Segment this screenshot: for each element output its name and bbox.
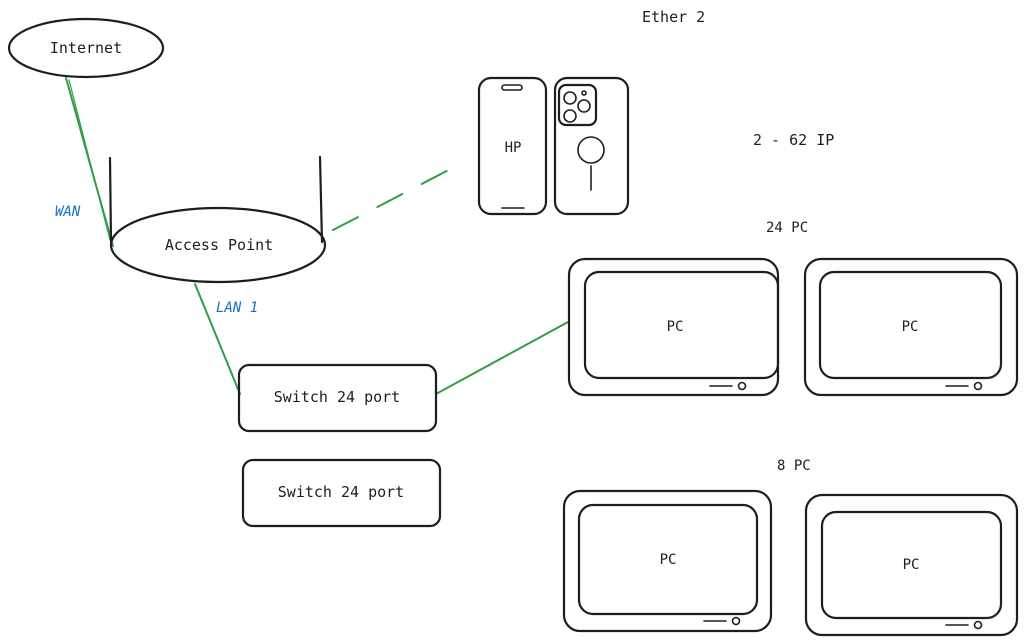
- group-24-label: 24 PC: [766, 220, 808, 236]
- switch-1-node[interactable]: Switch 24 port: [237, 363, 438, 433]
- pc-power-icon: [973, 381, 983, 391]
- pc-power-icon: [973, 620, 983, 630]
- camera-lens-icon: [563, 109, 577, 123]
- lan1-annotation: LAN 1: [216, 300, 258, 316]
- camera-lens-icon: [563, 91, 577, 105]
- ip-range-label: 2 - 62 IP: [753, 131, 834, 149]
- phone-speaker: [501, 84, 523, 91]
- phone-label: HP: [505, 140, 522, 156]
- pc-4-label: PC: [903, 557, 920, 573]
- pc-4-node[interactable]: PC: [804, 493, 1019, 637]
- phone-node[interactable]: HP: [477, 76, 630, 216]
- switch-pc-link: [435, 321, 569, 395]
- camera-module-icon: [557, 83, 598, 127]
- lan1-link: [194, 283, 241, 395]
- camera-lens-icon: [577, 99, 591, 113]
- wireless-link: [332, 161, 465, 231]
- wan-annotation: WAN: [55, 204, 81, 220]
- pc-2-node[interactable]: PC: [803, 257, 1019, 397]
- wan-link-shadow: [68, 79, 111, 241]
- magsafe-ring-icon: [577, 136, 605, 164]
- internet-node[interactable]: Internet: [7, 17, 165, 79]
- phone-back: [553, 76, 630, 216]
- access-point-label: Access Point: [165, 236, 273, 254]
- camera-flash-icon: [581, 90, 587, 96]
- switch-2-node[interactable]: Switch 24 port: [241, 458, 442, 528]
- group-8-label: 8 PC: [777, 458, 811, 474]
- internet-label: Internet: [50, 39, 122, 57]
- ether-label: Ether 2: [642, 8, 705, 26]
- pc-1-node[interactable]: PC: [567, 257, 780, 397]
- switch-1-label: Switch 24 port: [274, 388, 400, 406]
- antenna-right: [318, 155, 324, 244]
- antenna-left: [108, 156, 113, 244]
- pc-3-node[interactable]: PC: [562, 489, 773, 633]
- access-point-node[interactable]: Access Point: [108, 155, 327, 284]
- switch-2-label: Switch 24 port: [278, 483, 404, 501]
- phone-front: [477, 76, 548, 216]
- pc-2-label: PC: [902, 319, 919, 335]
- pc-power-icon: [731, 616, 741, 626]
- pc-3-label: PC: [660, 552, 677, 568]
- connections: [65, 77, 569, 395]
- pc-1-label: PC: [667, 319, 684, 335]
- pc-power-icon: [737, 381, 747, 391]
